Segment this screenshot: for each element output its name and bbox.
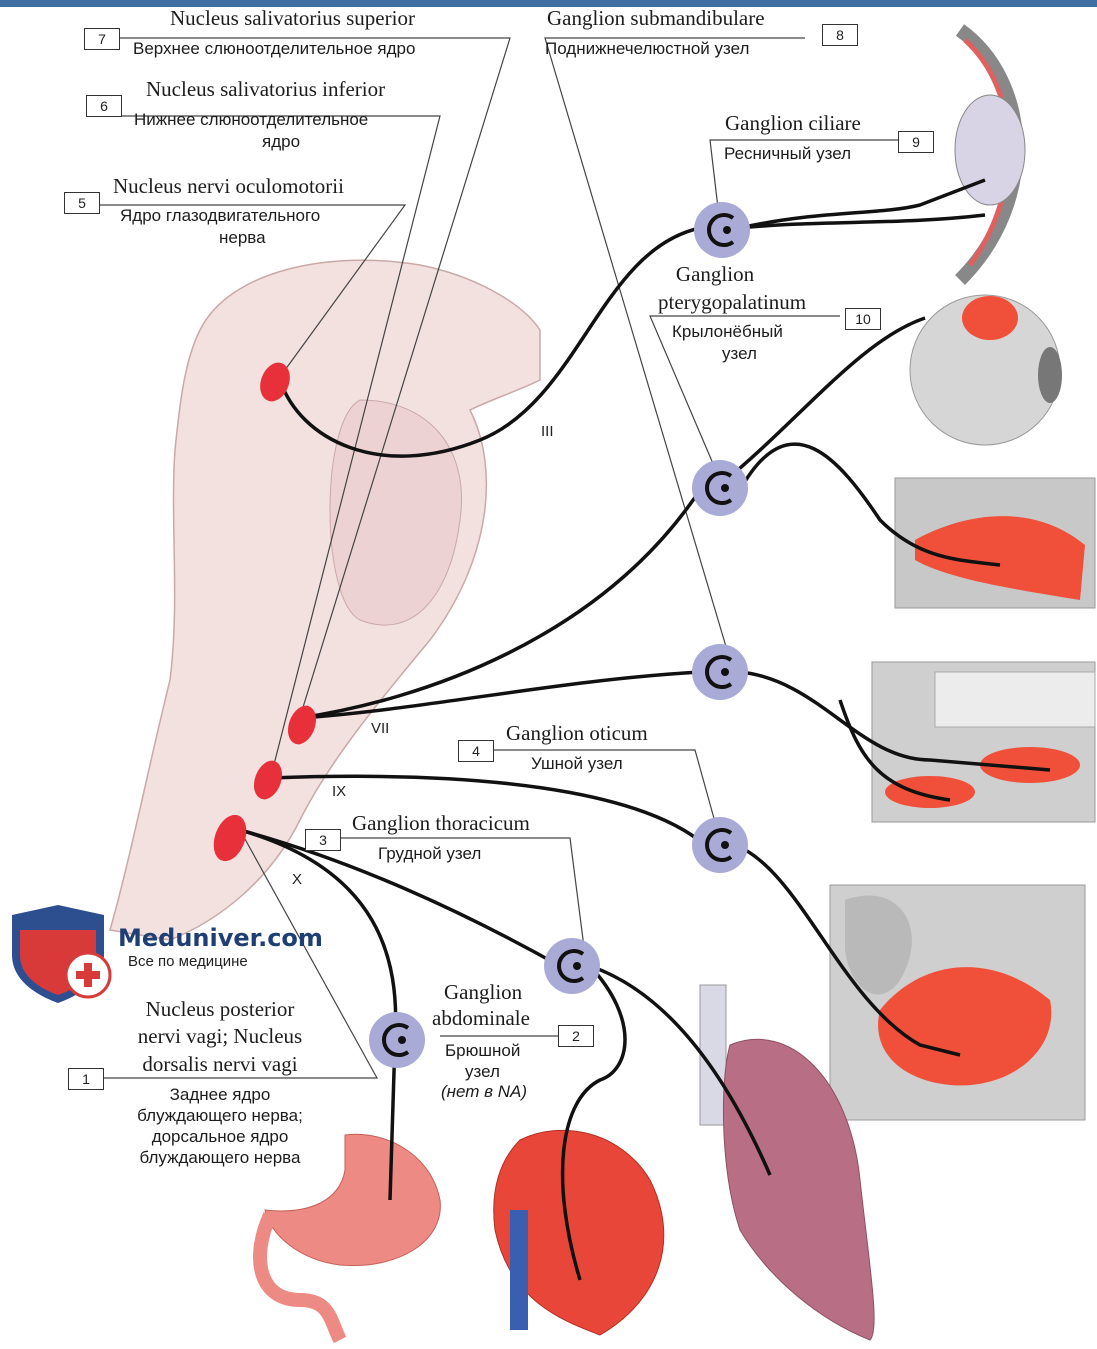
label-10-russian-2: узел bbox=[722, 344, 757, 364]
label-number-9: 9 bbox=[898, 131, 934, 153]
label-5-russian-1: Ядро глазодвигательного bbox=[120, 206, 320, 226]
eyeball bbox=[910, 295, 1062, 445]
label-2-russian-1: Брюшной bbox=[445, 1041, 520, 1061]
nerve-label-ix: IX bbox=[332, 783, 346, 800]
ganglion-ciliare bbox=[694, 202, 750, 258]
label-1-russian-4: блуждающего нерва bbox=[120, 1148, 320, 1168]
label-3-russian: Грудной узел bbox=[378, 844, 481, 864]
label-6-russian-2: ядро bbox=[262, 132, 300, 152]
label-10-latin-2: pterygopalatinum bbox=[658, 290, 806, 315]
nerve-label-vii: VII bbox=[371, 720, 389, 737]
label-8-russian: Поднижнечелюстной узел bbox=[545, 39, 749, 59]
label-2-latin-1: Ganglion bbox=[444, 980, 522, 1005]
label-number-3: 3 bbox=[305, 829, 341, 851]
label-9-russian: Ресничный узел bbox=[724, 144, 851, 164]
heart bbox=[494, 1130, 664, 1335]
ganglion-thoracicum bbox=[544, 938, 600, 994]
label-number-10: 10 bbox=[845, 308, 881, 330]
label-number-2: 2 bbox=[558, 1025, 594, 1047]
label-number-7: 7 bbox=[84, 28, 120, 50]
label-1-latin-2: nervi vagi; Nucleus bbox=[120, 1024, 320, 1049]
ganglion-submandibulare bbox=[692, 644, 748, 700]
label-number-1: 1 bbox=[68, 1068, 104, 1090]
label-9-latin: Ganglion ciliare bbox=[725, 111, 861, 136]
label-number-5: 5 bbox=[64, 192, 100, 214]
label-2-latin-2: abdominale bbox=[432, 1006, 530, 1031]
label-10-russian-1: Крылонёбный bbox=[672, 322, 783, 342]
label-10-latin-1: Ganglion bbox=[660, 262, 770, 287]
logo-title[interactable]: Meduniver.com bbox=[118, 924, 323, 952]
ganglion-oticum bbox=[692, 817, 748, 873]
label-1-russian-3: дорсальное ядро bbox=[120, 1127, 320, 1147]
label-3-latin: Ganglion thoracicum bbox=[352, 811, 530, 836]
label-8-latin: Ganglion submandibulare bbox=[547, 6, 765, 31]
label-5-russian-2: нерва bbox=[219, 228, 266, 248]
nerve-label-x: X bbox=[292, 871, 302, 888]
label-1-russian-2: блуждающего нерва; bbox=[120, 1106, 320, 1126]
label-1-latin-1: Nucleus posterior bbox=[120, 997, 320, 1022]
nerve-label-iii: III bbox=[541, 423, 554, 440]
label-7-latin: Nucleus salivatorius superior bbox=[170, 6, 415, 31]
ganglion-abdominale bbox=[369, 1012, 425, 1068]
label-7-russian: Верхнее слюноотделительное ядро bbox=[133, 39, 415, 59]
nasal-gland bbox=[895, 478, 1095, 608]
label-number-6: 6 bbox=[86, 95, 122, 117]
label-4-russian: Ушной узел bbox=[531, 754, 623, 774]
label-6-russian-1: Нижнее слюноотделительное bbox=[134, 110, 368, 130]
label-number-4: 4 bbox=[458, 740, 494, 762]
jaw-glands bbox=[872, 662, 1095, 822]
label-2-russian-3: (нет в NA) bbox=[441, 1082, 527, 1102]
label-1-latin-3: dorsalis nervi vagi bbox=[120, 1052, 320, 1077]
label-4-latin: Ganglion oticum bbox=[506, 721, 648, 746]
label-6-latin: Nucleus salivatorius inferior bbox=[146, 77, 385, 102]
logo-shield-icon bbox=[12, 905, 110, 1003]
logo-subtitle: Все по медицине bbox=[128, 953, 248, 970]
ganglion-pterygopalatinum bbox=[692, 460, 748, 516]
label-1-russian-1: Заднее ядро bbox=[120, 1085, 320, 1105]
label-2-russian-2: узел bbox=[465, 1062, 500, 1082]
eye-section bbox=[955, 30, 1025, 280]
label-5-latin: Nucleus nervi oculomotorii bbox=[113, 174, 344, 199]
label-number-8: 8 bbox=[822, 24, 858, 46]
